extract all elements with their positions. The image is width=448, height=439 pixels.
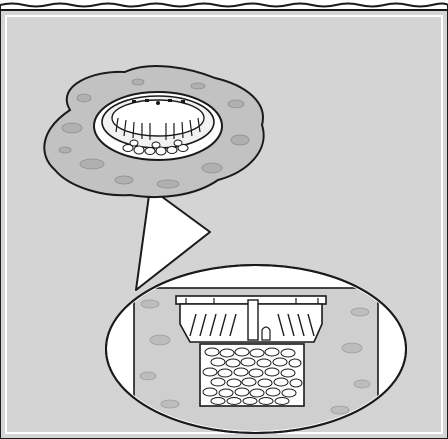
drain-grate-icon xyxy=(94,92,222,160)
gravel-icon xyxy=(200,344,304,406)
drain-grate-section xyxy=(176,296,326,342)
